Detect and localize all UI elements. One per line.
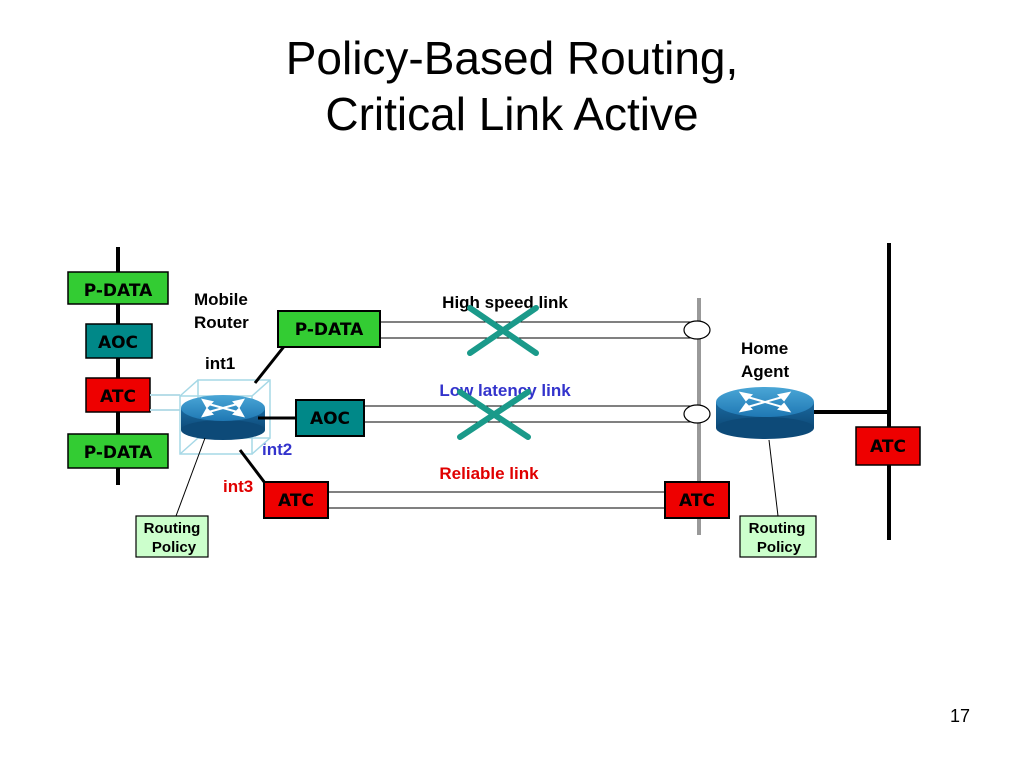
mobile-router-label-2: Router [194, 313, 249, 332]
home-agent-router-icon [716, 387, 814, 439]
high-speed-link-label: High speed link [442, 293, 568, 312]
home-agent-atc-box: ATC [855, 426, 921, 466]
int1-label: int1 [205, 354, 235, 373]
left-stack-pdata-bottom: P-DATA [67, 433, 169, 469]
page-title: Policy-Based Routing, Critical Link Acti… [0, 30, 1024, 142]
int3-connector [238, 449, 270, 488]
pdata-link-box: P-DATA [277, 310, 381, 348]
left-stack-pdata-bottom-label: P-DATA [84, 443, 153, 463]
atc-link-box: ATC [263, 481, 329, 519]
link-low-latency: AOC Low latency link [295, 381, 711, 440]
pdata-link-box-label: P-DATA [295, 320, 364, 340]
int2-label: int2 [262, 440, 292, 459]
ha-policy-label-1: Routing [749, 520, 806, 537]
atc-far-box: ATC [664, 481, 730, 519]
title-line-2: Critical Link Active [325, 88, 699, 140]
low-latency-link-label: Low latency link [439, 381, 571, 400]
tunnel-end-icon [683, 320, 711, 340]
tunnel-end-icon [683, 404, 711, 424]
int1-connector [253, 343, 288, 384]
atc-link-box-label: ATC [278, 491, 314, 511]
aoc-link-box-label: AOC [310, 409, 350, 429]
left-stack-aoc-label: AOC [98, 333, 138, 353]
left-stack-aoc: AOC [85, 323, 153, 359]
mr-policy-label-2: Policy [152, 539, 197, 556]
reliable-link-label: Reliable link [439, 464, 539, 483]
home-agent-label-2: Agent [741, 362, 790, 381]
cross-mark-icon [467, 305, 539, 356]
left-stack-pdata-top: P-DATA [67, 271, 169, 305]
link-reliable: ATC ATC Reliable link [263, 464, 730, 519]
atc-far-box-label: ATC [679, 491, 715, 511]
int3-label: int3 [223, 477, 253, 496]
mr-policy-label-1: Routing [144, 520, 201, 537]
left-stack-atc-label: ATC [100, 387, 136, 407]
cross-mark-icon [457, 389, 531, 440]
home-agent-label-1: Home [741, 339, 788, 358]
title-line-1: Policy-Based Routing, [285, 32, 739, 84]
home-agent-atc-label: ATC [870, 437, 906, 457]
mobile-router-policy-box: Routing Policy [135, 515, 209, 558]
mobile-router-label-1: Mobile [194, 290, 248, 309]
ha-policy-connector [768, 439, 779, 517]
left-stack-atc: ATC [85, 377, 151, 413]
mobile-router-icon [181, 395, 265, 440]
page-number: 17 [949, 706, 970, 726]
left-stack-pdata-top-label: P-DATA [84, 281, 153, 301]
home-agent-policy-box: Routing Policy [739, 515, 817, 558]
link-high-speed: P-DATA High speed link [277, 293, 711, 356]
mr-policy-connector [175, 437, 206, 517]
aoc-link-box: AOC [295, 399, 365, 437]
ha-policy-label-2: Policy [757, 539, 802, 556]
